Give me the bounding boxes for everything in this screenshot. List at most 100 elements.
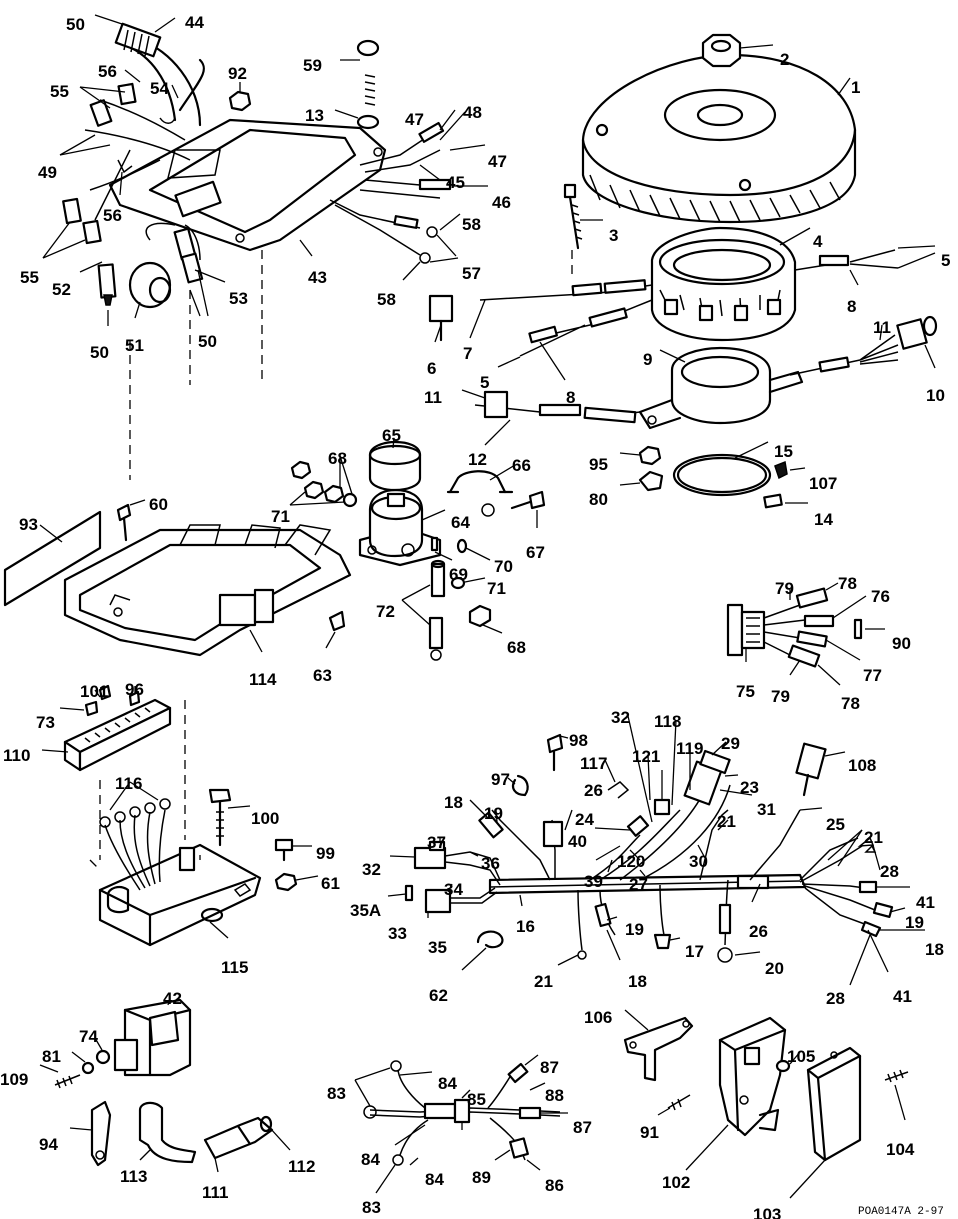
- callout-c21c: 21: [534, 972, 553, 991]
- callout-c8b: 8: [566, 388, 575, 407]
- callout-c11a: 11: [873, 318, 891, 337]
- bolt-60: [116, 499, 146, 542]
- bracket-102: [685, 1016, 787, 1171]
- callout-c105: 105: [787, 1047, 815, 1066]
- callout-c39: 39: [584, 872, 603, 891]
- callout-c32a: 32: [611, 708, 630, 727]
- solenoid-bracket-66: [446, 464, 516, 517]
- callout-c109: 109: [0, 1070, 28, 1089]
- screw-67: [510, 490, 546, 528]
- callout-c80: 80: [589, 490, 608, 509]
- callout-c73: 73: [36, 713, 55, 732]
- callout-c78b: 78: [841, 694, 860, 713]
- callout-c121: 121: [632, 747, 660, 766]
- callout-c107: 107: [809, 474, 837, 493]
- callout-c27: 27: [629, 875, 648, 894]
- callout-c91: 91: [640, 1123, 659, 1142]
- callout-c63: 63: [313, 666, 332, 685]
- nut-92: [228, 82, 252, 112]
- callout-c89: 89: [472, 1168, 491, 1187]
- callout-c36: 36: [481, 854, 500, 873]
- callout-c101: 101: [80, 682, 108, 701]
- callout-c106: 106: [584, 1008, 612, 1027]
- callout-c55a: 55: [50, 82, 69, 101]
- callout-c55b: 55: [20, 268, 39, 287]
- cover-grommets-50-51-52-53: [79, 222, 226, 326]
- diagram-code: POA0147A 2-97: [858, 1206, 944, 1218]
- callout-c56a: 56: [98, 62, 117, 81]
- callout-c49: 49: [38, 163, 57, 182]
- callout-c83b: 83: [362, 1198, 381, 1217]
- solenoid-band-65: [368, 437, 422, 492]
- callout-c44: 44: [185, 13, 204, 32]
- callout-c68a: 68: [328, 449, 347, 468]
- terminal-94: [69, 1100, 112, 1167]
- nuts-68-71-upper: [289, 455, 358, 508]
- callout-c40: 40: [568, 832, 587, 851]
- ignition-cover-43: [108, 118, 387, 257]
- callout-c78a: 78: [838, 574, 857, 593]
- callout-c93: 93: [19, 515, 38, 534]
- bolt-100: [208, 788, 251, 847]
- callout-c5a: 5: [941, 251, 950, 270]
- callout-c41a: 41: [916, 893, 935, 912]
- callout-c53: 53: [229, 289, 248, 308]
- nuts-71-68-lower: [450, 576, 503, 634]
- bracket-106: [623, 1009, 694, 1082]
- callout-c110: 110: [3, 746, 30, 765]
- callout-c84a: 84: [438, 1074, 457, 1093]
- screws-73-96-101: [59, 684, 141, 717]
- stator-leads: [469, 245, 936, 381]
- callout-c8a: 8: [847, 297, 856, 316]
- parts-97-98-117-108: [507, 733, 846, 799]
- screw-99-nut-61: [274, 838, 319, 892]
- callout-c50b: 50: [90, 343, 109, 362]
- connector-6: [428, 294, 454, 343]
- callout-c115: 115: [221, 958, 248, 977]
- callout-c47a: 47: [405, 110, 424, 129]
- callout-c18c: 18: [925, 940, 944, 959]
- callout-c31: 31: [757, 800, 776, 819]
- decal-93: [3, 510, 102, 607]
- callout-c90: 90: [892, 634, 911, 653]
- callout-c13: 13: [305, 106, 324, 125]
- screw-107-clip-14: [763, 460, 808, 509]
- callout-c25: 25: [826, 815, 845, 834]
- callout-c113: 113: [120, 1167, 147, 1186]
- callout-c65: 65: [382, 426, 401, 445]
- callout-c51: 51: [125, 336, 144, 355]
- callout-c74: 74: [79, 1027, 98, 1046]
- electrical-bracket-114: [63, 524, 352, 657]
- callout-c77: 77: [863, 666, 882, 685]
- callout-c96: 96: [125, 680, 144, 699]
- callout-c112: 112: [288, 1157, 315, 1176]
- starter-solenoid-64: [358, 488, 446, 567]
- callout-c21b: 21: [864, 828, 883, 847]
- cover-103: [789, 1046, 862, 1199]
- callout-c108: 108: [848, 756, 876, 775]
- callout-c72: 72: [376, 602, 395, 621]
- callout-c19a: 19: [484, 804, 503, 823]
- callout-c87b: 87: [573, 1118, 592, 1137]
- callout-c18a: 18: [444, 793, 463, 812]
- callout-c97: 97: [491, 770, 510, 789]
- callout-c26b: 26: [749, 922, 768, 941]
- callout-c57: 57: [462, 264, 481, 283]
- callout-c19b: 19: [625, 920, 644, 939]
- callout-c117: 117: [580, 754, 607, 773]
- terminal-block-110: [41, 698, 172, 772]
- trim-switch-leads: [763, 582, 867, 686]
- callout-c85: 85: [467, 1090, 486, 1109]
- callout-c62: 62: [429, 986, 448, 1005]
- callout-c5b: 5: [480, 373, 489, 392]
- callout-c19c: 19: [905, 913, 924, 932]
- callout-c102: 102: [662, 1173, 690, 1192]
- callout-c6: 6: [427, 359, 436, 378]
- callout-c56b: 56: [103, 206, 122, 225]
- callout-c12: 12: [468, 450, 487, 469]
- callout-c37: 37: [427, 833, 446, 852]
- callout-c35a: 35A: [350, 901, 381, 920]
- callout-c60: 60: [149, 495, 168, 514]
- callout-c84c: 84: [425, 1170, 444, 1189]
- callout-c52: 52: [52, 280, 71, 299]
